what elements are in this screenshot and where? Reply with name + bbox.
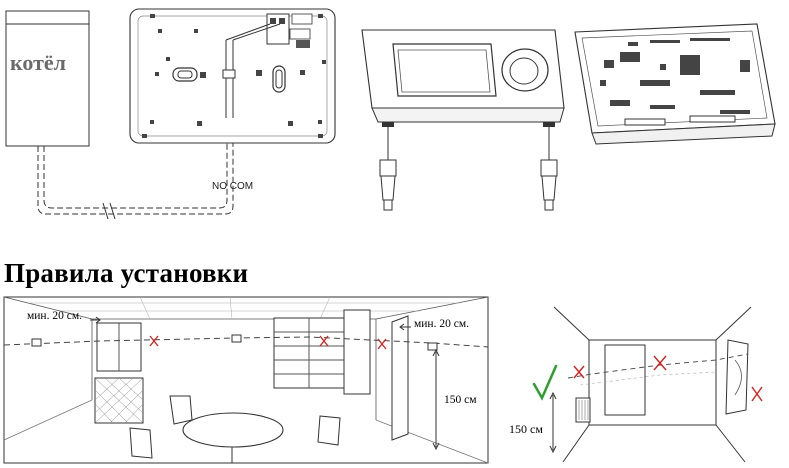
cross-icon <box>573 355 763 402</box>
wire-pair <box>37 118 234 215</box>
back-plate <box>129 8 336 144</box>
cross-icon <box>149 335 387 350</box>
boiler-label: котёл <box>10 50 67 75</box>
thermostat-front <box>361 29 565 211</box>
min-distance-left-label: мин. 20 см. <box>27 310 82 322</box>
boiler-box <box>5 10 90 147</box>
thermostat-back <box>574 23 776 145</box>
min-distance-right-label: мин. 20 см. <box>414 318 469 330</box>
section-heading: Правила установки <box>4 258 249 288</box>
room-left-illustration <box>3 296 489 464</box>
terminal-labels: NO COM <box>212 181 254 192</box>
room-right-illustration <box>532 306 763 463</box>
check-icon <box>532 364 558 401</box>
height-label-left-room: 150 см <box>444 394 477 406</box>
height-label-right-room: 150 см <box>509 422 543 436</box>
